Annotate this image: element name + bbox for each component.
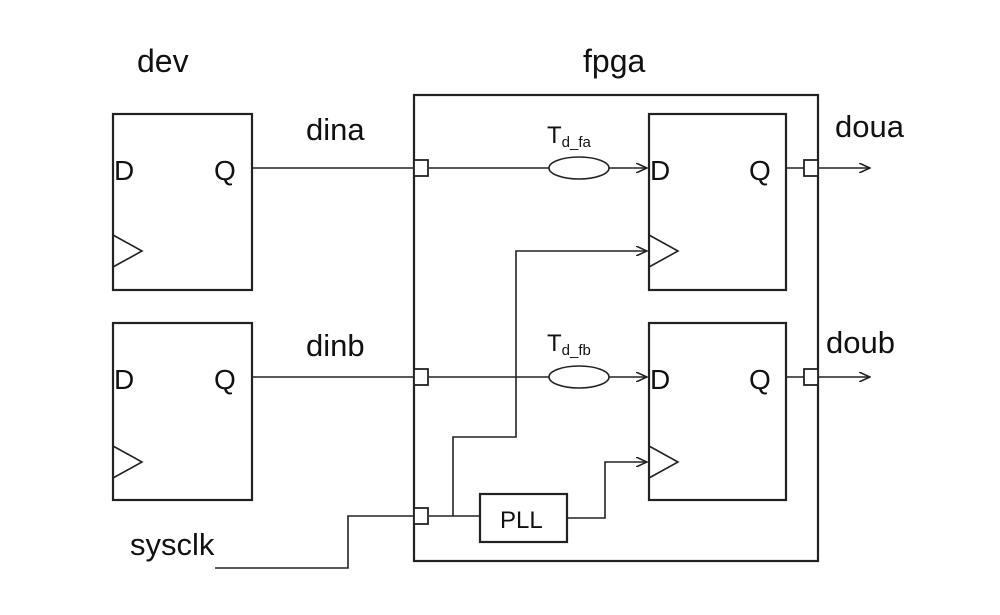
- fpga-flipflop-a: D Q: [647, 112, 788, 292]
- doub-label: doub: [826, 325, 895, 360]
- dina-label: dina: [306, 112, 365, 147]
- fpga-ff-a-clock-icon: [648, 234, 680, 268]
- doua-label: doua: [835, 109, 905, 144]
- fpga-ff-a-q-pin: Q: [749, 155, 771, 186]
- dinb-label: dinb: [306, 328, 365, 363]
- sysclk-wire: [215, 515, 414, 569]
- fpga-ff-b-q-pin: Q: [749, 364, 771, 395]
- delay-fa-label: Td_fa: [547, 122, 592, 151]
- delay-fb-label: Td_fb: [547, 330, 591, 359]
- dev-ff-a-clock-icon: [112, 234, 144, 268]
- dev-ff-b-d-pin: D: [114, 364, 134, 395]
- dev-ff-a-q-pin: Q: [214, 155, 236, 186]
- sysclk-label: sysclk: [130, 527, 215, 562]
- dev-flipflop-a: D Q: [111, 112, 254, 292]
- clock-to-ff-a-wire: [452, 251, 647, 516]
- fpga-label: fpga: [583, 43, 645, 79]
- fpga-ff-a-d-pin: D: [650, 155, 670, 186]
- fpga-ff-b-clock-icon: [648, 445, 680, 479]
- dev-ff-b-clock-icon: [112, 445, 144, 479]
- fpga-flipflop-b: D Q: [647, 321, 788, 502]
- delay-fa-element: [548, 156, 610, 180]
- dev-label: dev: [137, 43, 189, 79]
- pll-to-ff-b-wire: [567, 462, 647, 519]
- sysclk-io-port: [413, 507, 429, 525]
- dev-flipflop-b: D Q: [111, 321, 254, 502]
- doub-io-port: [803, 368, 819, 386]
- dev-ff-a-d-pin: D: [114, 155, 134, 186]
- pll-label: PLL: [500, 507, 543, 534]
- dina-io-port: [413, 159, 429, 177]
- fpga-ff-b-d-pin: D: [650, 364, 670, 395]
- dinb-io-port: [413, 368, 429, 386]
- dev-ff-b-q-pin: Q: [214, 364, 236, 395]
- delay-fb-element: [548, 365, 610, 389]
- doua-io-port: [803, 159, 819, 177]
